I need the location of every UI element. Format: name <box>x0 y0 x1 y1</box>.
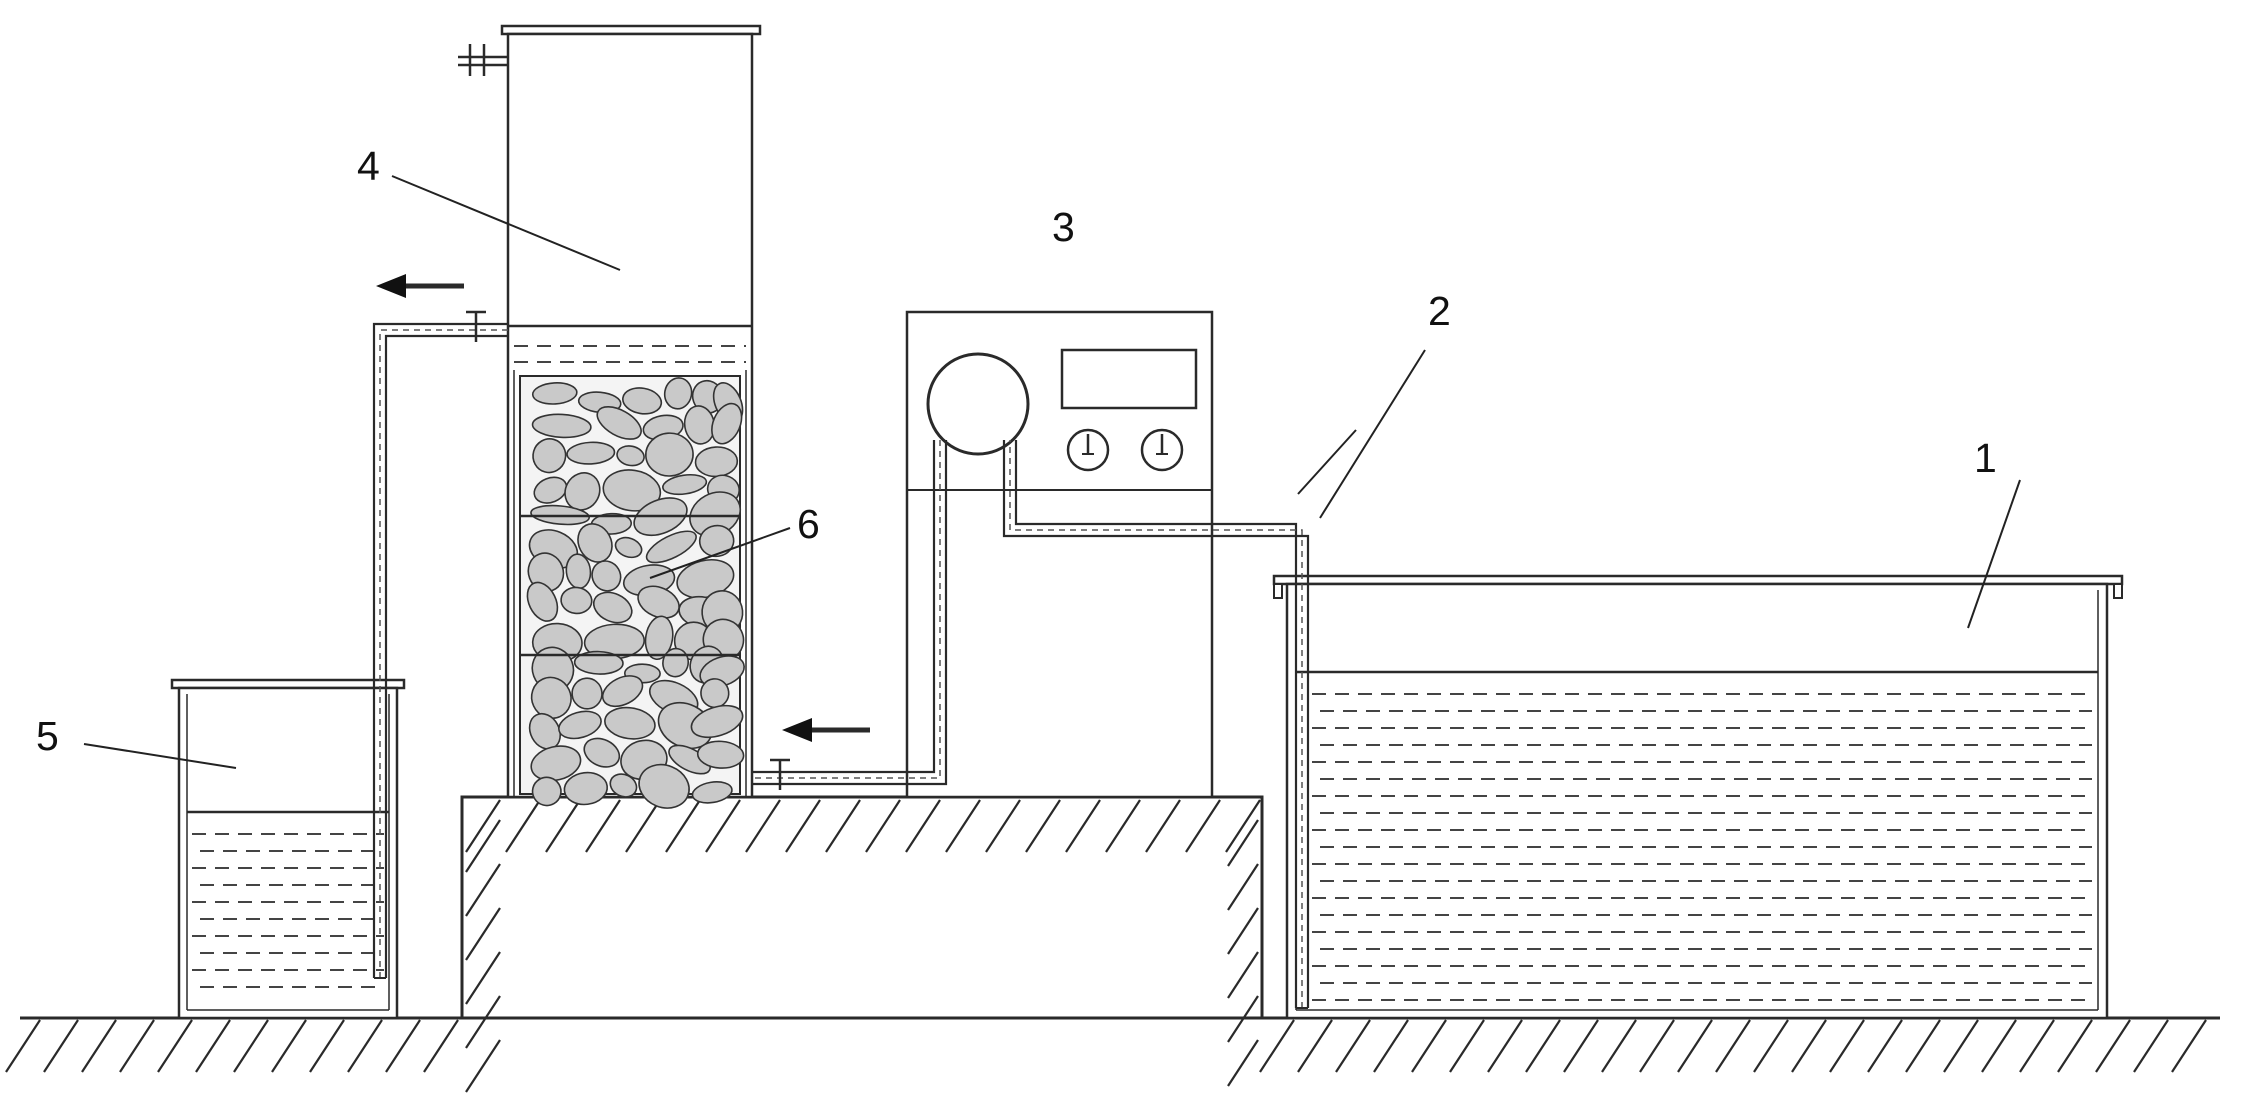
dial-right <box>1140 428 1184 472</box>
platform-hatch <box>465 799 1261 1093</box>
leader-lines <box>83 175 2021 769</box>
label-reservoir-tank: 1 <box>1974 435 1997 481</box>
label-filter-media: 6 <box>797 501 820 547</box>
dial-left <box>1066 428 1110 472</box>
label-column: 4 <box>357 143 380 189</box>
label-pump: 3 <box>1052 204 1075 250</box>
reservoir-water <box>1312 693 2092 1001</box>
label-collector: 5 <box>36 713 59 759</box>
filter-column <box>458 24 762 809</box>
filter-media-stones <box>526 377 745 809</box>
ground-hatch <box>5 1019 2207 1073</box>
collector-vessel <box>170 678 406 1020</box>
reservoir-tank <box>1272 574 2124 1020</box>
flow-arrow-inlet <box>782 718 870 742</box>
feed-pipe <box>752 440 948 790</box>
label-inlet-hose: 2 <box>1428 288 1451 334</box>
pump-head <box>926 352 1030 456</box>
pump-unit <box>905 310 1214 799</box>
outlet-pipe <box>372 310 508 979</box>
inlet-hose <box>1002 440 1310 1009</box>
collector-water <box>192 833 384 988</box>
platform <box>460 795 1264 1093</box>
ground <box>5 1016 2220 1073</box>
flow-arrow-outlet <box>376 274 464 298</box>
